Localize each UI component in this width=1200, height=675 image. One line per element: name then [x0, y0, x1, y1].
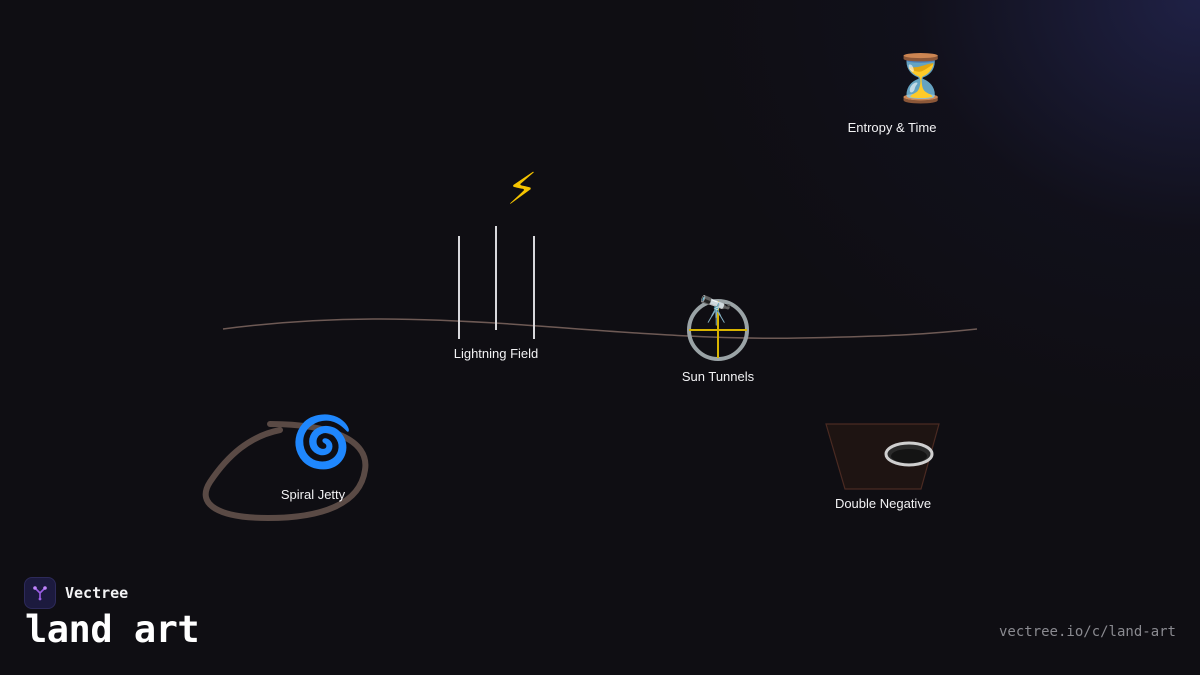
spiral-jetty-path	[202, 421, 369, 522]
node-label-entropy-time[interactable]: Entropy & Time	[847, 120, 937, 135]
horizon-line	[222, 318, 978, 339]
node-label-double-negative[interactable]: Double Negative	[834, 496, 932, 511]
brand: Vectree	[24, 577, 128, 609]
lightning-icon[interactable]: ⚡	[506, 164, 538, 215]
page-title: land art	[25, 608, 200, 651]
double-negative-trench	[825, 423, 940, 490]
node-label-spiral-jetty[interactable]: Spiral Jetty	[280, 487, 346, 502]
lightning-poles	[458, 226, 535, 339]
vectree-tree-icon	[24, 577, 56, 609]
telescope-icon[interactable]: 🔭	[698, 294, 734, 327]
node-label-sun-tunnels[interactable]: Sun Tunnels	[681, 369, 755, 384]
brand-name: Vectree	[65, 584, 129, 602]
page-url[interactable]: vectree.io/c/land-art	[998, 624, 1176, 640]
sun-tunnels-ring	[687, 299, 749, 361]
spiral-icon[interactable]: 🌀	[291, 413, 354, 471]
node-label-lightning-field[interactable]: Lightning Field	[453, 346, 539, 361]
hourglass-icon[interactable]: ⏳	[892, 51, 950, 105]
